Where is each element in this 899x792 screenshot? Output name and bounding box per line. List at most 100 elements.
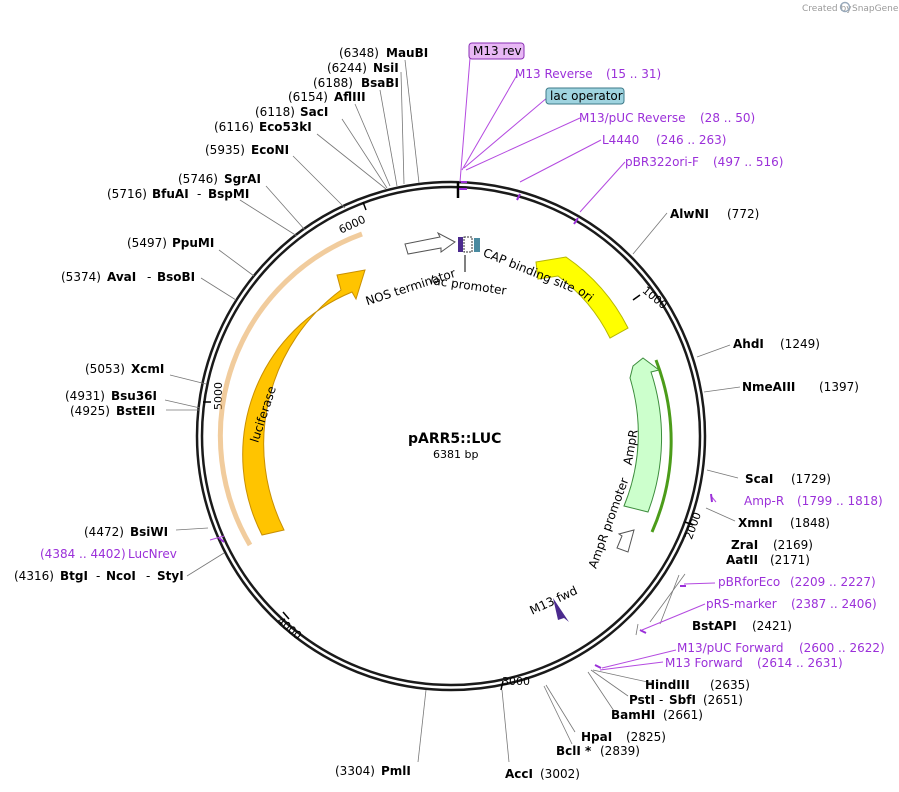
ori-feature-arrow[interactable] bbox=[535, 256, 629, 339]
site-name-xcmi[interactable]: XcmI bbox=[131, 362, 164, 376]
m13-fwd-feature[interactable] bbox=[553, 598, 569, 622]
lac-promoter-feature[interactable] bbox=[463, 236, 473, 253]
primer-name-l4440[interactable]: L4440 bbox=[602, 133, 639, 147]
site-pos-xmni: (1848) bbox=[790, 516, 830, 530]
site-name-bstapi[interactable]: BstAPI bbox=[692, 619, 737, 633]
site-name-zrai[interactable]: ZraI bbox=[731, 538, 758, 552]
site-pos-eco53ki: (6116) bbox=[214, 120, 254, 134]
site-pos-saci: (6118) bbox=[255, 105, 295, 119]
primer-range-m13-forward: (2614 .. 2631) bbox=[757, 656, 843, 670]
lac-operator-box[interactable] bbox=[545, 87, 625, 105]
primer-name-amp-r[interactable]: Amp-R bbox=[744, 494, 784, 508]
primer-labels: M13 Reverse (15 .. 31) M13/pUC Reverse (… bbox=[40, 67, 885, 670]
site-pos-bsiwi: (4472) bbox=[84, 525, 124, 539]
site-name-pmli[interactable]: PmlI bbox=[381, 764, 411, 778]
site-name-bcli[interactable]: BclI * bbox=[556, 744, 592, 758]
site-name-econi[interactable]: EcoNI bbox=[251, 143, 289, 157]
snapgene-logo-icon bbox=[839, 1, 851, 13]
site-sep: - bbox=[659, 693, 663, 707]
site-name-btgi[interactable]: BtgI bbox=[60, 569, 88, 583]
site-pos-psti: (2651) bbox=[703, 693, 743, 707]
primer-range-prs-marker: (2387 .. 2406) bbox=[791, 597, 877, 611]
primer-name-m13-forward[interactable]: M13 Forward bbox=[665, 656, 743, 670]
site-name-afliii[interactable]: AflIII bbox=[334, 90, 366, 104]
plasmid-length: 6381 bp bbox=[433, 448, 478, 461]
site-pos-avai: (5374) bbox=[61, 270, 101, 284]
lac-promoter-label: lac promoter bbox=[429, 273, 507, 298]
m13-rev-box-label: M13 rev bbox=[473, 44, 522, 58]
primer-range-l4440: (246 .. 263) bbox=[656, 133, 726, 147]
primer-name-lucnrev[interactable]: LucNrev bbox=[128, 547, 177, 561]
site-name-ncoi[interactable]: NcoI bbox=[106, 569, 136, 583]
primer-name-m13-puc-reverse[interactable]: M13/pUC Reverse bbox=[579, 111, 686, 125]
site-name-bamhi[interactable]: BamHI bbox=[611, 708, 655, 722]
site-sep: - bbox=[197, 187, 201, 201]
site-name-eco53ki[interactable]: Eco53kI bbox=[259, 120, 312, 134]
site-pos-econi: (5935) bbox=[205, 143, 245, 157]
site-pos-bsu36i: (4931) bbox=[65, 389, 105, 403]
luciferase-feature-arrow[interactable] bbox=[242, 269, 366, 536]
brand-text: SnapGene bbox=[852, 4, 899, 14]
site-pos-nmeaiii: (1397) bbox=[819, 380, 859, 394]
site-name-ahdi[interactable]: AhdI bbox=[733, 337, 764, 351]
site-name-hindiii[interactable]: HindIII bbox=[645, 678, 690, 692]
site-pos-bstapi: (2421) bbox=[752, 619, 792, 633]
primer-name-pbr322ori-f[interactable]: pBR322ori-F bbox=[625, 155, 699, 169]
site-name-sgrai[interactable]: SgrAI bbox=[224, 172, 261, 186]
site-pos-maubi: (6348) bbox=[339, 46, 379, 60]
site-pos-btgi: (4316) bbox=[14, 569, 54, 583]
site-name-bspmi[interactable]: BspMI bbox=[208, 187, 249, 201]
site-name-xmni[interactable]: XmnI bbox=[738, 516, 773, 530]
primer-range-m13-puc-reverse: (28 .. 50) bbox=[700, 111, 755, 125]
credit-text: Created by bbox=[802, 4, 852, 14]
primer-range-pbrforeco: (2209 .. 2227) bbox=[790, 575, 876, 589]
site-name-nsii[interactable]: NsiI bbox=[373, 61, 399, 75]
site-name-ppumi[interactable]: PpuMI bbox=[172, 236, 214, 250]
site-name-psti[interactable]: PstI bbox=[629, 693, 655, 707]
site-name-bsiwi[interactable]: BsiWI bbox=[130, 525, 168, 539]
site-name-alwni[interactable]: AlwNI bbox=[670, 207, 709, 221]
tick-label-6000: 6000 bbox=[337, 213, 368, 237]
primer-range-amp-r: (1799 .. 1818) bbox=[797, 494, 883, 508]
primer-name-prs-marker[interactable]: pRS-marker bbox=[706, 597, 777, 611]
cap-binding-site-feature[interactable] bbox=[474, 238, 480, 252]
site-name-saci[interactable]: SacI bbox=[300, 105, 328, 119]
site-pos-afliii: (6154) bbox=[288, 90, 328, 104]
site-pos-acci: (3002) bbox=[540, 767, 580, 781]
restriction-site-labels: (6348) MauBI (6244) NsiI (6188) BsaBI (6… bbox=[14, 46, 859, 781]
site-pos-bsabi: (6188) bbox=[313, 76, 353, 90]
ampr-feature-arrow[interactable] bbox=[623, 357, 663, 513]
plasmid-name: pARR5::LUC bbox=[408, 431, 501, 447]
site-name-bfuai[interactable]: BfuAI bbox=[152, 187, 189, 201]
site-name-avai[interactable]: AvaI bbox=[107, 270, 136, 284]
primer-marks bbox=[218, 181, 713, 669]
primer-name-pbrforeco[interactable]: pBRforEco bbox=[718, 575, 780, 589]
site-name-acci[interactable]: AccI bbox=[505, 767, 533, 781]
site-name-bsteii[interactable]: BstEII bbox=[116, 404, 155, 418]
backbone-inner-circle bbox=[200, 185, 702, 687]
site-name-nmeaiii[interactable]: NmeAIII bbox=[742, 380, 795, 394]
site-pos-bsteii: (4925) bbox=[70, 404, 110, 418]
site-pos-nsii: (6244) bbox=[327, 61, 367, 75]
site-name-styi[interactable]: StyI bbox=[157, 569, 184, 583]
primer-name-m13-puc-forward[interactable]: M13/pUC Forward bbox=[677, 641, 784, 655]
site-name-maubi[interactable]: MauBI bbox=[386, 46, 428, 60]
site-pos-sgrai: (5746) bbox=[178, 172, 218, 186]
site-pos-bamhi: (2661) bbox=[663, 708, 703, 722]
site-name-hpai[interactable]: HpaI bbox=[581, 730, 612, 744]
primer-name-m13-reverse[interactable]: M13 Reverse bbox=[515, 67, 593, 81]
site-pos-xcmi: (5053) bbox=[85, 362, 125, 376]
site-sep: - bbox=[96, 569, 100, 583]
primer-range-lucnrev: (4384 .. 4402) bbox=[40, 547, 126, 561]
site-name-bsu36i[interactable]: Bsu36I bbox=[111, 389, 157, 403]
site-name-bsabi[interactable]: BsaBI bbox=[361, 76, 399, 90]
m13-rev-feature[interactable] bbox=[458, 237, 463, 252]
site-name-bsobi[interactable]: BsoBI bbox=[157, 270, 195, 284]
ampr-promoter-arrow[interactable] bbox=[616, 529, 635, 553]
site-name-scai[interactable]: ScaI bbox=[745, 472, 773, 486]
site-name-aatii[interactable]: AatII bbox=[726, 553, 758, 567]
m13-rev-box[interactable] bbox=[468, 42, 525, 60]
nos-terminator-arrow[interactable] bbox=[404, 231, 456, 255]
site-name-sbfi[interactable]: SbfI bbox=[669, 693, 696, 707]
